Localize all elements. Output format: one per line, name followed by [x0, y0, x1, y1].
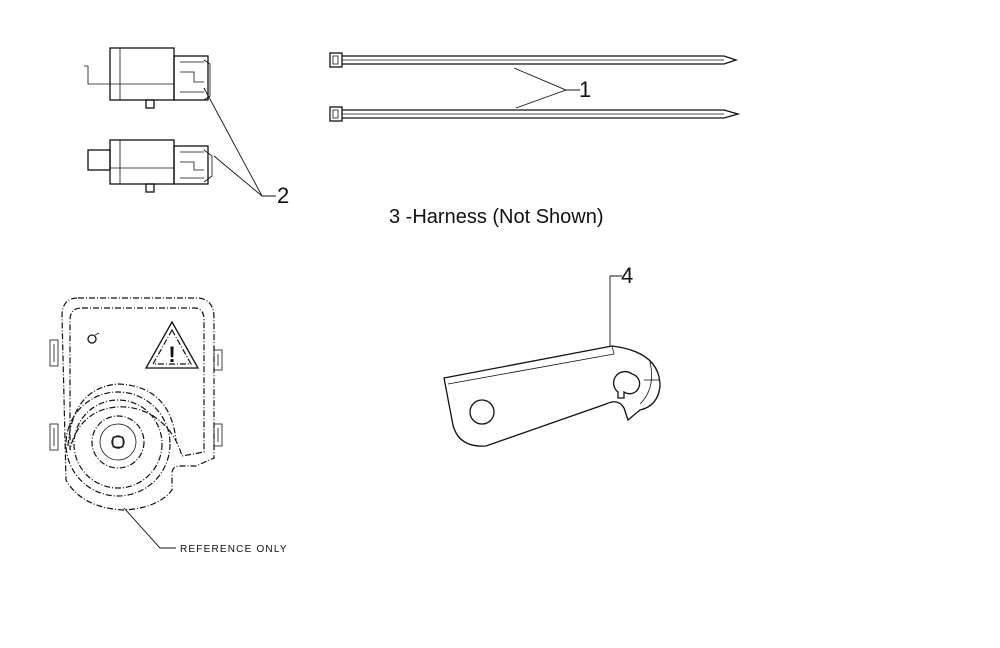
callout-1-label: 1	[579, 77, 591, 102]
cable-tie-bottom	[329, 106, 741, 122]
harness-note: 3 -Harness (Not Shown)	[389, 206, 604, 228]
callout-2-leader-a	[203, 87, 276, 197]
callout-2-label: 2	[277, 183, 289, 208]
cable-tie-top	[329, 52, 739, 68]
warning-symbol-icon: !	[168, 342, 175, 367]
lever-arm	[443, 345, 661, 447]
reference-note: REFERENCE ONLY	[180, 544, 288, 555]
connector-bottom	[87, 139, 213, 193]
reference-housing: !	[49, 297, 223, 511]
callout-4-leader	[609, 275, 622, 346]
callout-1-leader-b	[515, 89, 567, 109]
callout-1-leader-a	[513, 67, 580, 91]
callout-4-label: 4	[621, 263, 633, 288]
connector-top	[84, 47, 211, 109]
callout-2-leader-b	[213, 155, 263, 197]
reference-leader	[123, 507, 176, 549]
